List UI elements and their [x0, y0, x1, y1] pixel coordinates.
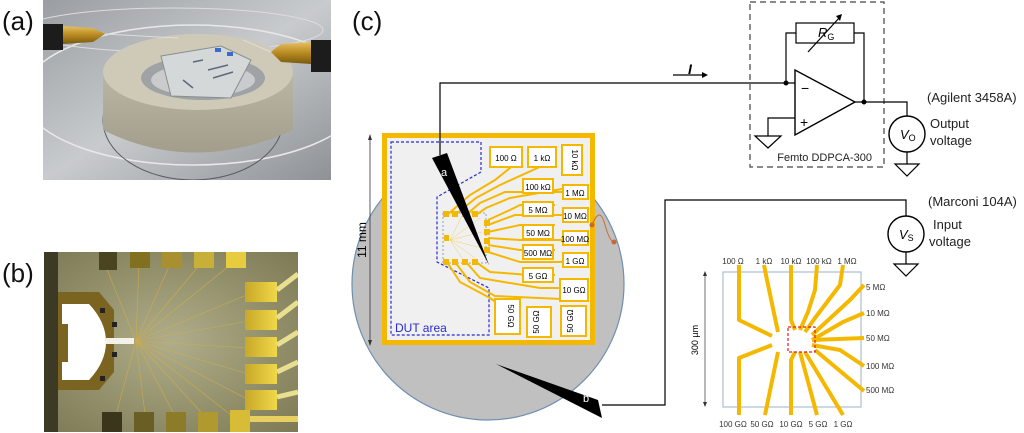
svg-text:1 MΩ: 1 MΩ	[837, 257, 856, 266]
svg-text:500 MΩ: 500 MΩ	[866, 386, 894, 395]
svg-text:10 GΩ: 10 GΩ	[562, 286, 585, 295]
resistor-1-kohm: 1 kΩ	[527, 146, 557, 168]
amplifier-name: Femto DDPCA-300	[777, 152, 872, 164]
svg-text:1 GΩ: 1 GΩ	[566, 257, 585, 266]
probe-a	[432, 153, 489, 265]
resistor-array: 100 Ω 1 kΩ 10 kΩ 100 kΩ 1 MΩ 5 MΩ 10 MΩ …	[489, 144, 589, 338]
pad-row-bottom	[102, 410, 298, 432]
chip-size-label: 11 mm	[355, 222, 369, 258]
current-label: I	[688, 61, 693, 77]
output-label-1: Output	[930, 116, 969, 131]
wire-from-source	[602, 199, 907, 406]
svg-text:1 kΩ: 1 kΩ	[756, 257, 773, 266]
input-voltage-symbol: VS	[899, 227, 914, 243]
svg-text:50 GΩ: 50 GΩ	[532, 310, 541, 333]
inset-dut-outline	[787, 326, 816, 353]
svg-text:100 Ω: 100 Ω	[495, 154, 517, 163]
inset-size-label: 300 µm	[690, 325, 700, 355]
resistor-50-gohm-2: 50 GΩ	[526, 306, 552, 338]
panel-a-photo	[43, 0, 331, 180]
pad-row-top	[99, 252, 246, 270]
radial-lines	[103, 261, 250, 423]
input-label-2: voltage	[929, 234, 971, 249]
svg-text:50 GΩ: 50 GΩ	[750, 420, 773, 429]
input-source-name: (Marconi 104A)	[928, 194, 1017, 209]
resistor-10-mohm: 10 MΩ	[562, 207, 589, 223]
svg-text:10 kΩ: 10 kΩ	[570, 149, 579, 170]
svg-text:10 GΩ: 10 GΩ	[779, 420, 802, 429]
svg-text:5 GΩ: 5 GΩ	[529, 272, 548, 281]
input-label-1: Input	[933, 217, 962, 232]
op-amp	[794, 68, 857, 137]
svg-text:10 MΩ: 10 MΩ	[866, 309, 890, 318]
svg-text:10 MΩ: 10 MΩ	[563, 212, 587, 221]
svg-text:1 kΩ: 1 kΩ	[534, 154, 551, 163]
svg-text:50 GΩ: 50 GΩ	[566, 309, 575, 332]
svg-text:100 Ω: 100 Ω	[722, 257, 744, 266]
ground-symbol-output	[893, 163, 921, 177]
svg-text:10 kΩ: 10 kΩ	[780, 257, 801, 266]
svg-text:100 GΩ: 100 GΩ	[719, 420, 747, 429]
resistor-100-mohm: 100 MΩ	[561, 230, 589, 246]
svg-text:50 MΩ: 50 MΩ	[526, 229, 550, 238]
resistor-50-gohm-3: 50 GΩ	[560, 305, 587, 337]
svg-text:1 MΩ: 1 MΩ	[565, 189, 584, 198]
bond-wire	[591, 214, 615, 243]
resistor-5-gohm: 5 GΩ	[522, 267, 554, 283]
resistor-10-kohm: 10 kΩ	[561, 144, 583, 176]
output-voltage-symbol: VO	[900, 127, 916, 143]
probe-b	[496, 364, 602, 418]
resistor-5-mohm: 5 MΩ	[522, 201, 554, 217]
resistor-50-mohm: 50 MΩ	[522, 224, 554, 240]
probe-a-label: a	[441, 167, 448, 179]
dut-micrograph	[44, 252, 298, 432]
svg-text:500 MΩ: 500 MΩ	[524, 249, 552, 258]
output-meter-name: (Agilent 3458A)	[927, 90, 1017, 105]
ground-symbol-amp	[753, 135, 783, 149]
svg-text:5 MΩ: 5 MΩ	[866, 283, 885, 292]
panel-c-label: (c)	[352, 6, 383, 36]
variable-arrow	[807, 16, 841, 53]
wire-end-right	[611, 239, 617, 245]
op-amp-plus: +	[800, 114, 808, 130]
resistor-50-gohm-1: 50 GΩ	[494, 298, 521, 335]
panel-b-photo	[44, 252, 298, 432]
op-amp-minus: −	[801, 80, 809, 96]
inset-diagram: 300 µm 100 Ω 1 kΩ 10 kΩ 100 kΩ 1 MΩ 100	[690, 257, 894, 429]
svg-text:5 MΩ: 5 MΩ	[528, 206, 547, 215]
pad-column-right	[245, 272, 298, 410]
amplifier-box	[749, 1, 885, 168]
svg-text:100 MΩ: 100 MΩ	[561, 235, 589, 244]
panel-a-label: (a)	[2, 6, 34, 36]
svg-text:5 GΩ: 5 GΩ	[809, 420, 828, 429]
svg-text:50 MΩ: 50 MΩ	[866, 334, 890, 343]
dut-area-label: DUT area	[395, 321, 447, 335]
chip-holder-photo	[43, 0, 331, 180]
resistor-1-gohm: 1 GΩ	[562, 252, 589, 268]
dut-area-outline	[390, 141, 490, 336]
svg-text:100 MΩ: 100 MΩ	[866, 362, 894, 371]
wire-to-amp	[439, 82, 775, 155]
svg-text:50 GΩ: 50 GΩ	[506, 304, 515, 327]
svg-text:1 GΩ: 1 GΩ	[834, 420, 853, 429]
panel-b-label: (b)	[2, 258, 34, 288]
wire-end-left	[589, 222, 595, 228]
resistor-100-ohm: 100 Ω	[489, 146, 523, 168]
svg-text:100 kΩ: 100 kΩ	[525, 183, 551, 192]
resistor-1-mohm: 1 MΩ	[562, 184, 589, 200]
feedback-resistor-label: RG	[818, 25, 834, 42]
resistor-10-gohm: 10 GΩ	[559, 278, 589, 302]
resistor-100-kohm: 100 kΩ	[522, 178, 554, 194]
ground-symbol-input	[892, 263, 920, 277]
chip-pads	[443, 211, 490, 265]
resistor-500-mohm: 500 MΩ	[522, 244, 554, 260]
output-label-2: voltage	[930, 133, 972, 148]
probe-b-label: b	[583, 393, 589, 405]
svg-text:100 kΩ: 100 kΩ	[806, 257, 832, 266]
